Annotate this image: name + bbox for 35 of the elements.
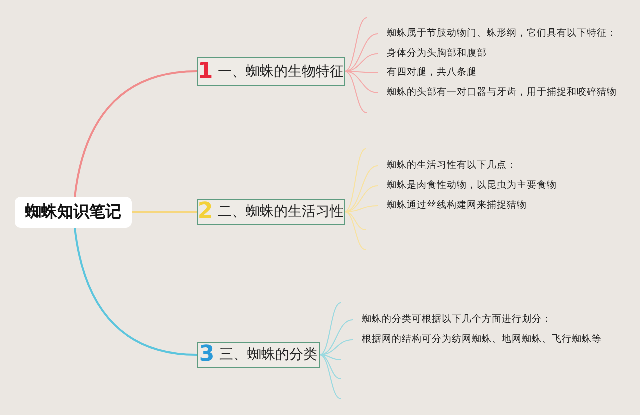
topic-box — [197, 57, 345, 86]
branch-line — [344, 34, 378, 72]
branch-line — [344, 148, 366, 212]
branch-note: 蜘蛛的分类可根据以下几个方面进行划分： — [353, 313, 552, 327]
central-topic-box: 蜘蛛知识笔记 — [15, 197, 132, 228]
branch-line — [320, 354, 342, 400]
topic-title: 三、蜘蛛的分类 — [220, 346, 318, 364]
topic-title: 一、蜘蛛的生物特征 — [218, 62, 344, 80]
topic-number: 1 — [198, 60, 214, 82]
branch-line — [320, 354, 342, 380]
branch-line — [344, 212, 366, 230]
branch-line — [320, 354, 342, 360]
branch-line — [320, 320, 354, 356]
branch-line — [74, 70, 198, 198]
branch-note: 根据网的结构可分为纺网蜘蛛、地网蜘蛛、飞行蜘蛛等 — [353, 333, 602, 347]
branch-line — [344, 212, 366, 250]
branch-note: 蜘蛛的头部有一对口器与牙齿，用于捕捉和咬碎猎物 — [378, 86, 617, 100]
branch-note: 蜘蛛属于节肢动物门、蛛形纲，它们具有以下特征： — [378, 27, 617, 41]
topic-box — [197, 342, 320, 368]
branch-line — [344, 71, 368, 114]
branch-line — [74, 228, 198, 356]
branch-line — [320, 302, 342, 356]
topic-box — [197, 199, 345, 225]
branch-line — [344, 71, 378, 94]
topic-title: 二、蜘蛛的生活习性 — [218, 203, 344, 221]
branch-note: 蜘蛛通过丝线构建网来捕捉猎物 — [378, 199, 527, 213]
branch-line — [132, 211, 197, 214]
branch-note: 蜘蛛是肉食性动物，以昆虫为主要食物 — [378, 179, 557, 193]
branch-note: 有四对腿，共八条腿 — [378, 66, 477, 80]
topic-number: 3 — [199, 344, 215, 366]
branch-line — [344, 166, 378, 212]
branch-line — [344, 18, 368, 72]
topic-number: 2 — [198, 201, 214, 223]
branch-note: 蜘蛛的生活习性有以下几点： — [378, 159, 517, 173]
branch-note: 身体分为头胸部和腹部 — [378, 47, 487, 61]
